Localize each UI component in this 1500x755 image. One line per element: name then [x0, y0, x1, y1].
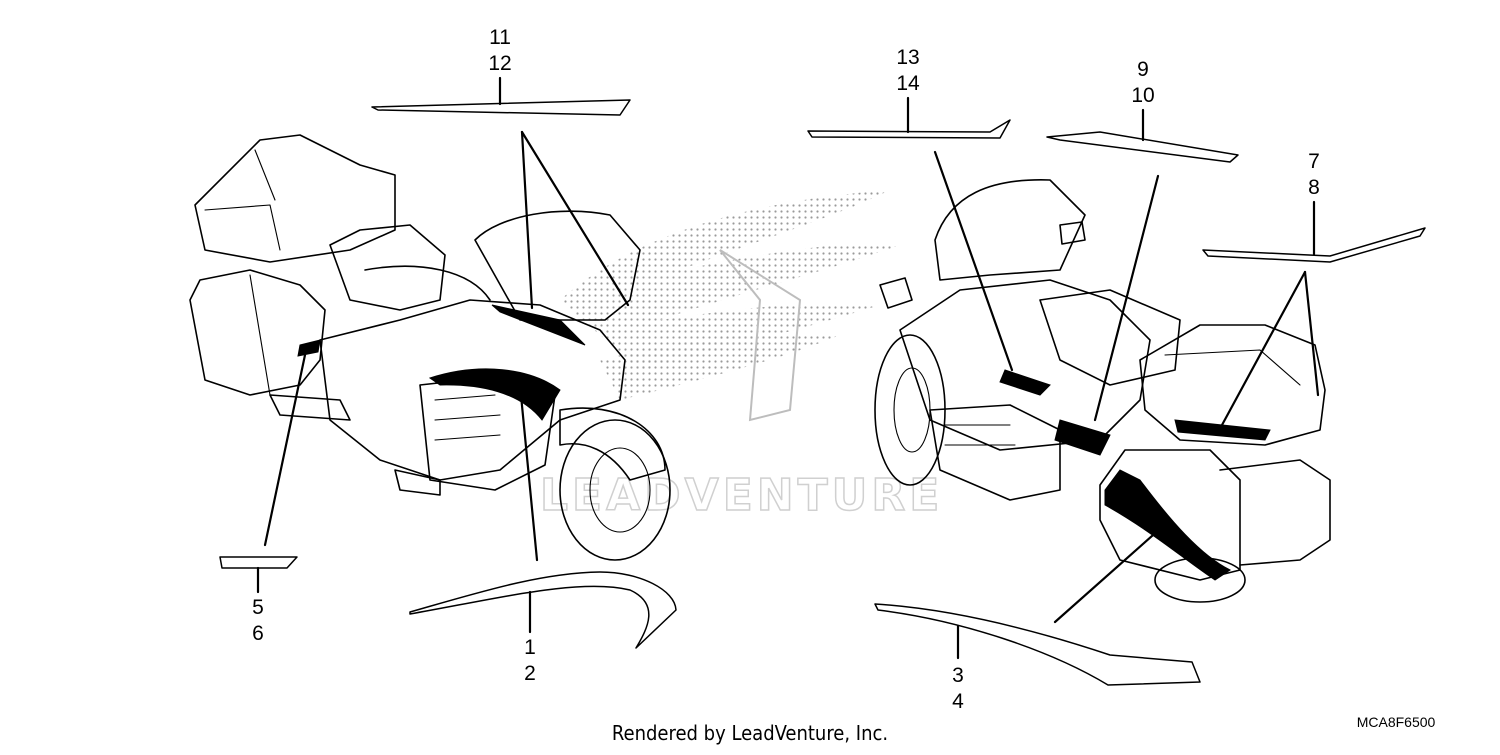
- decal-part-11-12: [371, 99, 631, 116]
- diagram-code: MCA8F6500: [1357, 714, 1436, 730]
- watermark-text: LEADVENTURE: [540, 470, 943, 521]
- decal-part-9-10: [1046, 131, 1239, 163]
- callout-13-14: 13 14: [896, 46, 920, 95]
- callout-number: 13: [896, 46, 919, 69]
- callout-number: 7: [1308, 150, 1320, 173]
- callout-1-2: 1 2: [524, 636, 536, 685]
- decal-part-13-14: [807, 119, 1011, 139]
- callout-number: 3: [952, 664, 964, 687]
- callout-number: 2: [524, 662, 536, 685]
- callout-7-8: 7 8: [1308, 150, 1320, 199]
- callout-3-4: 3 4: [952, 664, 964, 713]
- callout-number: 9: [1137, 58, 1149, 81]
- callout-number: 5: [252, 596, 264, 619]
- callout-number: 10: [1131, 84, 1154, 107]
- callout-number: 6: [252, 622, 264, 645]
- decal-part-3-4: [874, 603, 1201, 686]
- callout-number: 14: [896, 72, 920, 95]
- motorcycle-left-view: [189, 134, 671, 561]
- callout-number: 8: [1308, 176, 1320, 199]
- callout-number: 1: [524, 636, 536, 659]
- callout-11-12: 11 12: [488, 26, 511, 75]
- callout-9-10: 9 10: [1131, 58, 1154, 107]
- callout-number: 12: [488, 52, 511, 75]
- callout-number: 4: [952, 690, 964, 713]
- motorcycle-right-view: [874, 179, 1331, 603]
- callout-5-6: 5 6: [252, 596, 264, 645]
- footer-credit: Rendered by LeadVenture, Inc.: [612, 721, 888, 745]
- decal-part-7-8: [1202, 227, 1426, 263]
- decal-part-1-2: [409, 571, 677, 649]
- decal-part-5-6: [219, 556, 298, 569]
- leader-lines: [256, 76, 1320, 660]
- callout-number: 11: [489, 26, 511, 49]
- watermark-wing-logo: LEADVENTURE: [539, 190, 943, 522]
